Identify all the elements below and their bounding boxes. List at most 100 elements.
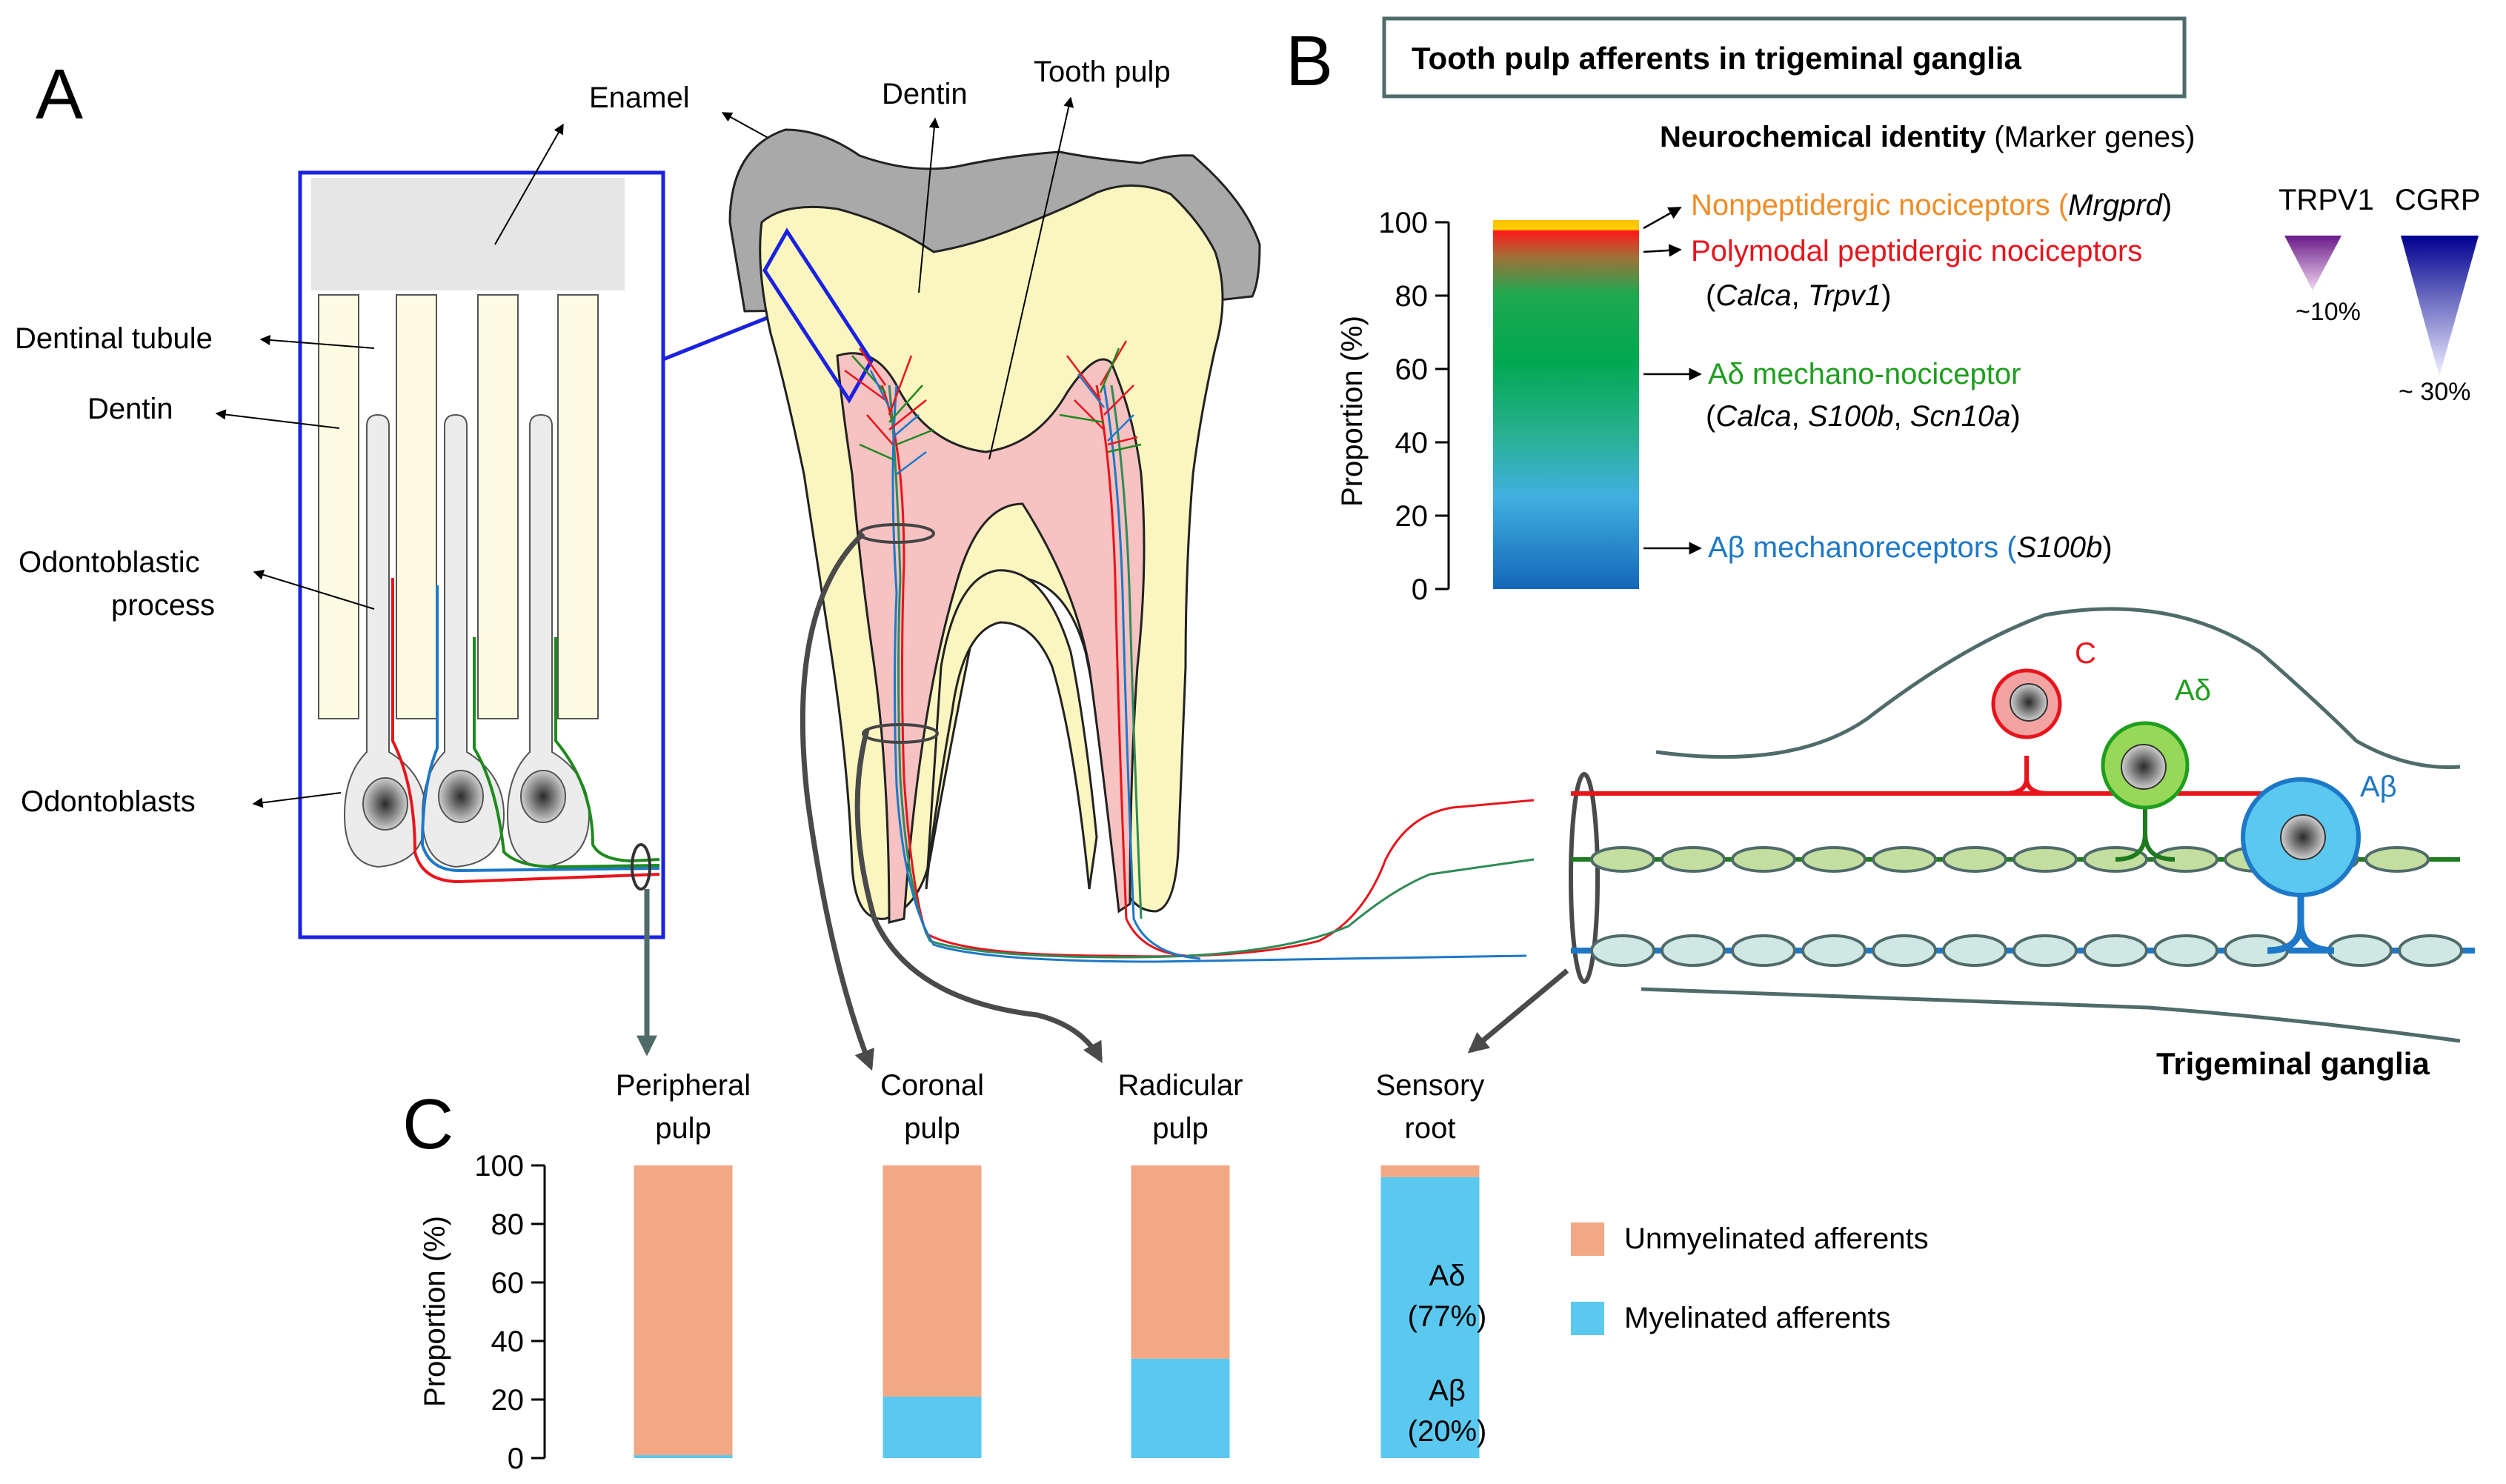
bar-myelinated xyxy=(883,1397,982,1458)
ganglion-outline-bottom xyxy=(1641,987,2461,1043)
label-odontoblastic-1: Odontoblastic xyxy=(19,546,200,579)
trpv1-value: ~10% xyxy=(2296,298,2361,326)
nonpeptidergic-close: ) xyxy=(2162,189,2172,222)
legend-unmyelinated-label: Unmyelinated afferents xyxy=(1624,1222,1929,1255)
myelin-sheaths-ad xyxy=(1590,846,2430,873)
ad-gene3: Scn10a xyxy=(1910,400,2011,433)
panel-c-bars xyxy=(634,1165,1480,1458)
category-label: pulp xyxy=(904,1112,960,1145)
arrow-coronal xyxy=(800,531,874,1071)
tooth-root-gap xyxy=(925,569,1098,890)
tooth-pulp xyxy=(836,352,1146,924)
label-dentin-inset: Dentin xyxy=(87,393,173,425)
category-label: Peripheral xyxy=(616,1069,751,1102)
ab-close: ) xyxy=(2102,531,2112,564)
panel-b-tick-label: 20 xyxy=(1395,500,1429,533)
legend-myelinated-label: Myelinated afferents xyxy=(1624,1302,1890,1334)
polymodal-close: ) xyxy=(1881,279,1891,312)
panel-b-stacked-bar xyxy=(1493,220,1639,589)
tooth-nerve-fibers xyxy=(880,385,1535,963)
panel-b-tick-label: 0 xyxy=(1412,573,1428,606)
crown-fiber-branches xyxy=(844,340,1142,475)
inset-connector xyxy=(662,309,785,362)
label-tooth-pulp: Tooth pulp xyxy=(1034,56,1171,88)
neuron-ad-nucleus xyxy=(2121,744,2167,790)
sensory-ad-line2: (77%) xyxy=(1408,1300,1487,1333)
enamel-arrow-left xyxy=(494,123,564,245)
neuron-ad-label: Aδ xyxy=(2175,674,2211,707)
radicular-ring xyxy=(862,723,939,744)
arrow-nonpeptidergic xyxy=(1643,206,1682,230)
dentinal-tubules xyxy=(318,294,599,719)
panel-b: B Tooth pulp afferents in trigeminal gan… xyxy=(1286,16,2481,606)
bar-unmyelinated xyxy=(1380,1165,1480,1177)
arrow-radicular xyxy=(854,729,1103,1063)
ab-name: Aβ mechanoreceptors ( xyxy=(1708,531,2017,564)
category-label: pulp xyxy=(655,1112,711,1145)
bar-myelinated xyxy=(1380,1177,1480,1458)
stem-c xyxy=(2004,756,2050,796)
stem-ad xyxy=(2115,808,2176,862)
nonpeptidergic-gene: Mrgprd xyxy=(2068,189,2163,222)
category-label: Coronal xyxy=(880,1069,984,1102)
label-dentinal-tubule: Dentinal tubule xyxy=(15,322,213,355)
label-enamel: Enamel xyxy=(589,81,690,114)
label-trpv1: TRPV1 xyxy=(2279,184,2374,216)
bar-unmyelinated xyxy=(1131,1165,1230,1359)
dentinal-tubule-arrow xyxy=(259,335,375,349)
label-trigeminal-ganglia: Trigeminal ganglia xyxy=(2156,1046,2430,1081)
sensory-ab-line2: (20%) xyxy=(1408,1415,1487,1448)
dentin-inset-arrow xyxy=(215,409,340,429)
dentin-tooth-arrow xyxy=(918,117,940,293)
ad-gene1: Calca xyxy=(1715,400,1791,433)
polymodal-open: ( xyxy=(1706,279,1716,312)
ad-sep2: , xyxy=(1894,400,1910,433)
ganglion-outline-top xyxy=(1655,607,2461,770)
odontoblastic-process-arrow xyxy=(253,570,375,610)
inset-ring xyxy=(631,843,651,891)
category-label: root xyxy=(1405,1112,1456,1145)
ganglion-ring xyxy=(1569,772,1600,984)
arrow-sensory-root xyxy=(1467,968,1569,1054)
panel-c-tick-label: 20 xyxy=(491,1384,525,1417)
legend-myelinated-swatch xyxy=(1571,1302,1604,1335)
inset-nerve-fibers xyxy=(391,578,660,884)
label-odontoblastic-2: process xyxy=(111,589,215,622)
category-label: Radicular xyxy=(1118,1069,1243,1102)
stem-ab xyxy=(2267,889,2335,954)
tooth-pulp-arrow xyxy=(988,96,1074,460)
panel-b-title-box xyxy=(1382,16,2187,99)
panel-b-title: Tooth pulp afferents in trigeminal gangl… xyxy=(1412,41,2022,76)
panel-b-tick-label: 40 xyxy=(1395,427,1429,459)
ad-close: ) xyxy=(2010,400,2020,433)
neuron-ab-nucleus xyxy=(2280,814,2326,860)
polymodal-gene1: Calca xyxy=(1715,279,1791,312)
neuron-ab-label: Aβ xyxy=(2360,771,2397,803)
bar-myelinated xyxy=(1131,1358,1230,1458)
panel-c-ylabel: Proportion (%) xyxy=(419,1216,451,1407)
panel-c-tick-label: 80 xyxy=(491,1208,525,1241)
arrow-polymodal xyxy=(1643,244,1682,257)
bar-unmyelinated xyxy=(883,1165,982,1397)
panel-c-letter: C xyxy=(402,1085,453,1164)
label-ad-genes: (Calca, S100b, Scn10a) xyxy=(1706,400,2021,433)
panel-b-tick-label: 100 xyxy=(1378,207,1428,239)
panel-a-letter: A xyxy=(36,55,83,134)
cgrp-value: ~ 30% xyxy=(2399,378,2470,406)
label-polymodal-genes: (Calca, Trpv1) xyxy=(1706,279,1891,312)
neuron-c-label: C xyxy=(2075,637,2096,670)
polymodal-gene2: Trpv1 xyxy=(1808,279,1881,312)
cgrp-triangle xyxy=(2401,236,2479,376)
panel-c-tick-label: 40 xyxy=(491,1325,525,1358)
ab-gene: S100b xyxy=(2017,531,2103,564)
panel-c-tick-label: 60 xyxy=(491,1267,525,1300)
ad-sep1: , xyxy=(1792,400,1808,433)
odontoblasts-arrow xyxy=(252,792,342,808)
panel-c-tick-label: 0 xyxy=(508,1443,524,1475)
myelin-sheaths-ab xyxy=(1590,934,2463,967)
label-cgrp: CGRP xyxy=(2395,184,2481,216)
panel-b-tick-label: 80 xyxy=(1395,280,1429,313)
